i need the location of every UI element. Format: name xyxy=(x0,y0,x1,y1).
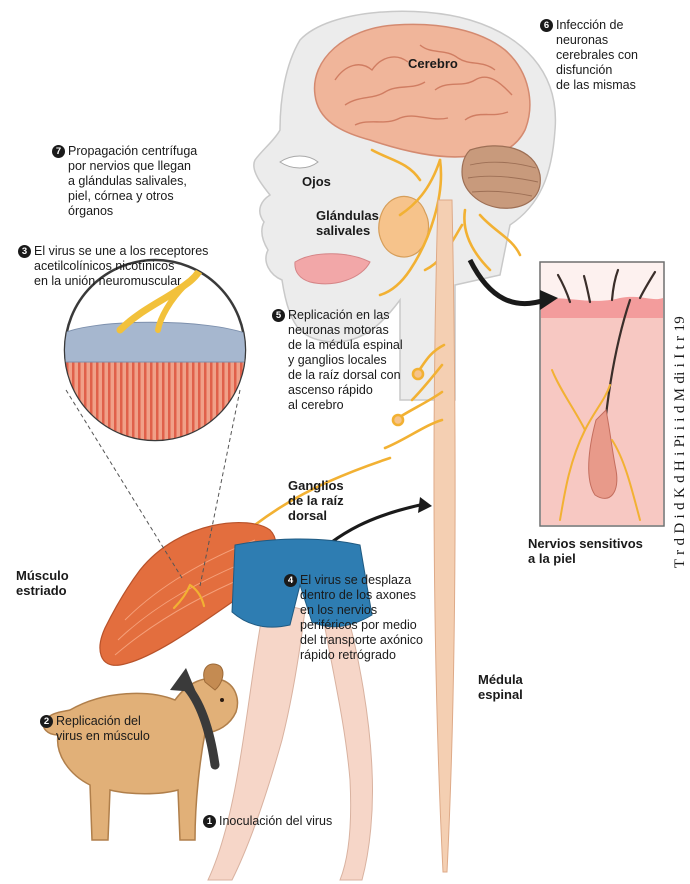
step-4-number: 4 xyxy=(284,574,297,587)
label-cerebro: Cerebro xyxy=(408,56,458,71)
step-7-number: 7 xyxy=(52,145,65,158)
step-6-number: 6 xyxy=(540,19,553,32)
muscle-fiber-zoom xyxy=(60,360,260,450)
endplate-zoom xyxy=(60,322,250,362)
label-medula-espinal: Médula espinal xyxy=(478,672,523,702)
step-5-text: Replicación en las neuronas motoras de l… xyxy=(288,308,403,413)
step-6: 6 Infección de neuronas cerebrales con d… xyxy=(540,18,638,93)
label-musculo-estriado: Músculo estriado xyxy=(16,568,69,598)
step-3: 3 El virus se une a los receptores aceti… xyxy=(18,244,208,289)
step-2: 2 Replicación del virus en músculo xyxy=(40,714,150,744)
step-7-text: Propagación centrífuga por nervios que l… xyxy=(68,144,197,219)
step-6-text: Infección de neuronas cerebrales con dis… xyxy=(556,18,638,93)
step-1-text: Inoculación del virus xyxy=(219,814,332,829)
arrow-to-ganglia-head xyxy=(418,497,432,513)
salivary-gland xyxy=(379,196,429,257)
step-2-number: 2 xyxy=(40,715,53,728)
step-4-text: El virus se desplaza dentro de los axone… xyxy=(300,573,423,663)
step-5: 5 Replicación en las neuronas motoras de… xyxy=(272,308,403,413)
step-4: 4 El virus se desplaza dentro de los axo… xyxy=(284,573,423,663)
step-5-number: 5 xyxy=(272,309,285,322)
step-7: 7 Propagación centrífuga por nervios que… xyxy=(52,144,197,219)
label-nervios-sensitivos: Nervios sensitivos a la piel xyxy=(528,536,643,566)
spinal-cord xyxy=(434,200,455,872)
step-3-number: 3 xyxy=(18,245,31,258)
side-caption: T r d D i d K d H i Pi i i d M di i I t … xyxy=(670,0,690,884)
label-ganglios: Ganglios de la raíz dorsal xyxy=(288,478,344,523)
step-1: 1 Inoculación del virus xyxy=(203,814,332,829)
step-2-text: Replicación del virus en músculo xyxy=(56,714,150,744)
step-1-number: 1 xyxy=(203,815,216,828)
label-ojos: Ojos xyxy=(302,174,331,189)
side-caption-text: T r d D i d K d H i Pi i i d M di i I t … xyxy=(672,316,689,568)
arrow-dog-to-muscle-head xyxy=(170,668,196,692)
label-glandulas-salivales: Glándulas salivales xyxy=(316,208,379,238)
step-3-text: El virus se une a los receptores acetilc… xyxy=(34,244,208,289)
dog-eye xyxy=(220,698,224,702)
